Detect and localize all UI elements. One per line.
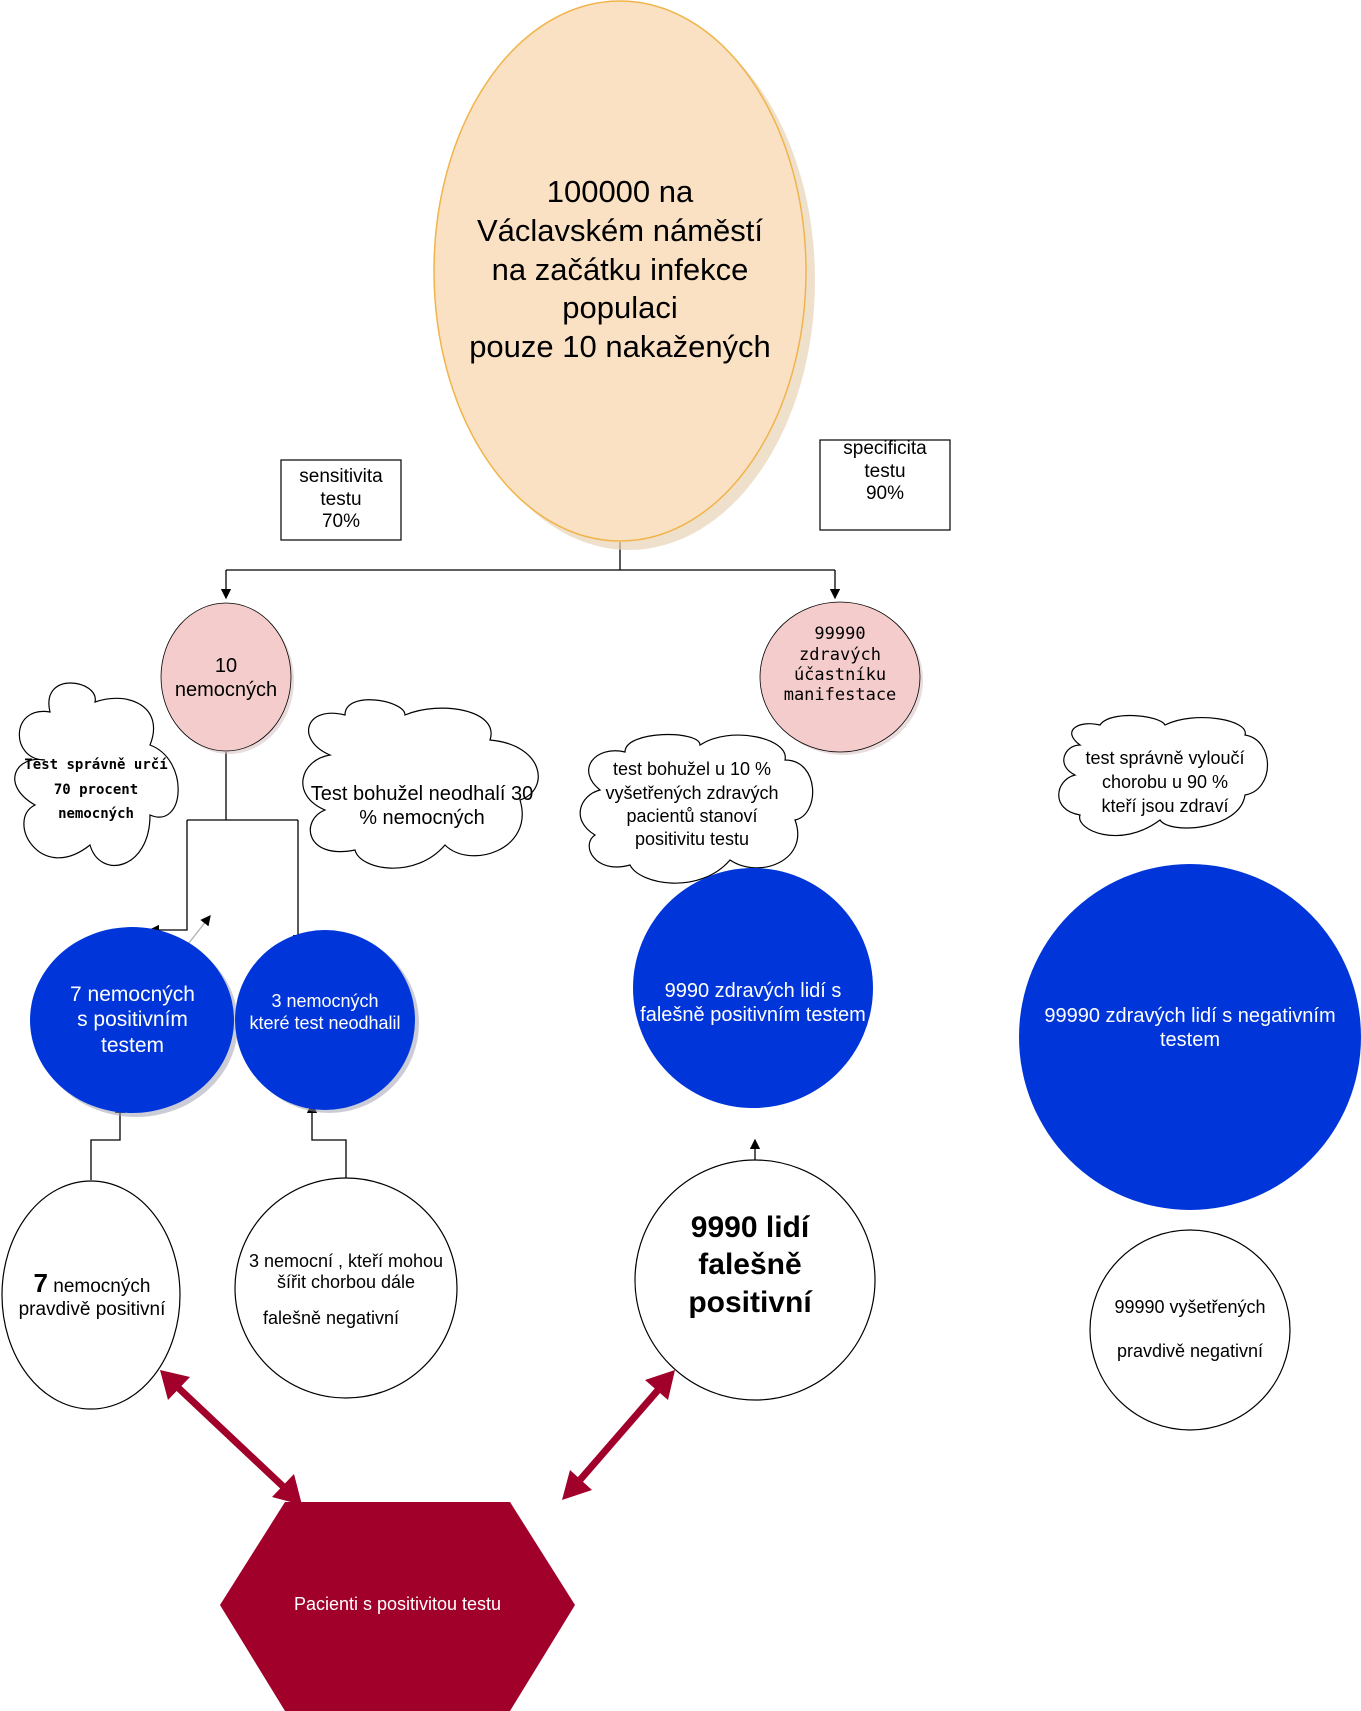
- double-arrow-right: [562, 1370, 675, 1500]
- white-false-positive-label: 9990 lidí falešně positivní: [688, 1210, 812, 1319]
- cloud-true-negative: [1058, 714, 1268, 837]
- true-positive-count: 7: [33, 1268, 48, 1298]
- population-line-5: pouze 10 nakažených: [469, 329, 771, 365]
- cloud-correct: [14, 682, 179, 866]
- white-circle-true-positive: [1, 1180, 181, 1410]
- connector-bottom: [90, 1102, 761, 1180]
- cloud-miss-label: Test bohužel neodhalí 30 % nemocných: [310, 783, 534, 829]
- white-true-positive-label: 7 nemocných pravdivě positivní: [18, 1268, 166, 1321]
- healthy-circle: [759, 601, 921, 753]
- white-circle-true-negative: [1089, 1229, 1291, 1431]
- healthy-label: 99990 zdravých účastníku manifestace: [783, 624, 897, 706]
- blue-false-negative-label: 3 nemocných které test neodhalil: [249, 991, 401, 1033]
- blue-circle-false-positive: [633, 868, 873, 1108]
- cloud-miss: [302, 699, 539, 869]
- connector-sick-split: [148, 752, 304, 946]
- population-line-4: populaci: [562, 290, 678, 326]
- specificity-label: specificita testu 90%: [843, 437, 927, 505]
- specificity-box: [819, 439, 951, 531]
- cloud-false-positive-label: test bohužel u 10 % vyšetřených zdravých…: [605, 759, 779, 850]
- blue-true-positive-label: 7 nemocných s positivním testem: [70, 983, 195, 1057]
- cloud-false-positive: [579, 733, 814, 884]
- blue-circle-false-negative: [235, 930, 415, 1110]
- sensitivity-box: [280, 459, 402, 541]
- cloud-true-negative-label: test správně vyloučí chorobu u 90 % kteř…: [1085, 747, 1245, 817]
- white-circle-false-positive: [634, 1159, 876, 1401]
- blue-circle-true-negative: [1019, 864, 1361, 1210]
- blue-circle-true-positive: [30, 927, 234, 1113]
- blue-false-positive-label: 9990 zdravých lidí s falešně positivním …: [640, 980, 866, 1026]
- connector-split: [220, 542, 841, 600]
- population-ellipse: [433, 0, 807, 542]
- blue-true-negative-label: 99990 zdravých lidí s negativním testem: [1044, 1005, 1336, 1051]
- population-label: 100000 na Václavském náměstí na začátku …: [430, 165, 810, 375]
- white-true-negative-label: 99990 vyšetřených pravdivě negativní: [1114, 1297, 1266, 1361]
- sensitivity-label: sensitivita testu 70%: [299, 465, 383, 533]
- double-arrow-left: [160, 1370, 302, 1505]
- population-line-3: na začátku infekce: [491, 251, 749, 287]
- sick-label: 10 nemocných: [174, 654, 278, 701]
- white-false-negative-label: 3 nemocní , kteří mohou šířit chorbou dá…: [248, 1250, 444, 1328]
- positive-patients-hexagon: [220, 1502, 575, 1711]
- cloud-correct-label: Test správně určí 70 procent nemocných: [24, 757, 168, 823]
- stray-grey-arrow: [184, 914, 211, 949]
- population-line-2: Václavském náměstí: [477, 212, 763, 248]
- white-circle-false-negative: [234, 1177, 458, 1399]
- hexagon-label: Pacienti s positivitou testu: [293, 1594, 502, 1615]
- population-line-1: 100000 na: [546, 174, 694, 210]
- sick-circle: [160, 602, 292, 752]
